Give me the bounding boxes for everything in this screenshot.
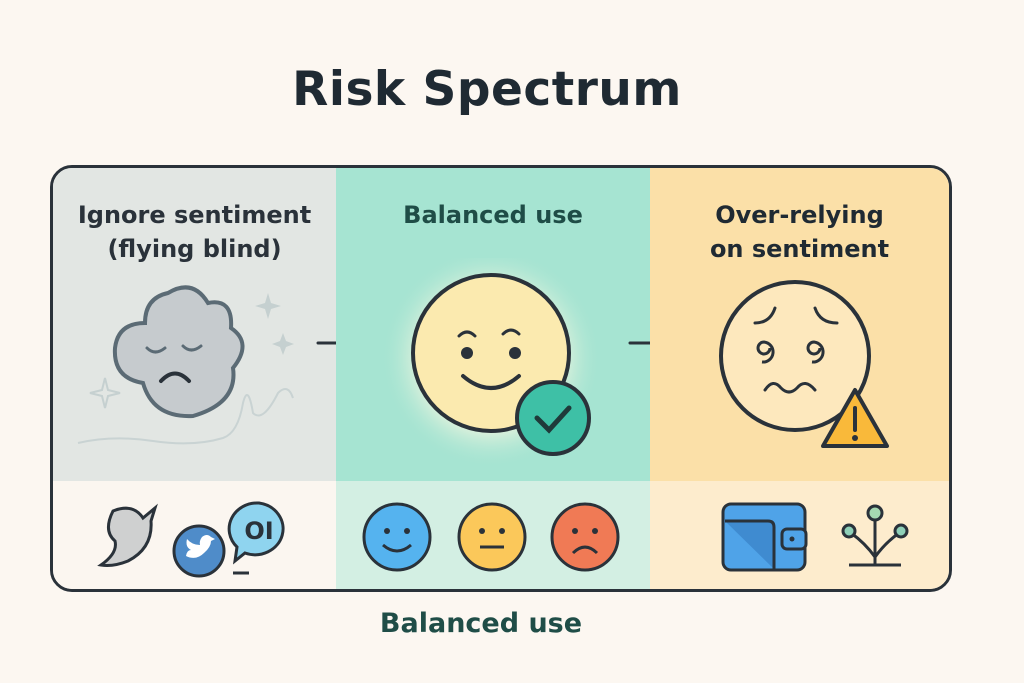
panel-sublabel: on sentiment <box>709 235 890 263</box>
panel-balanced-use: Balanced use <box>336 168 673 589</box>
bird-icon <box>97 503 158 567</box>
risk-spectrum-panel: Ignore sentiment (flying blind) OI Bala <box>50 165 952 592</box>
panel-label: Ignore sentiment <box>77 201 312 229</box>
speech-bubble-text: OI <box>244 517 273 545</box>
happy-face-icon <box>362 502 432 572</box>
caption: Balanced use <box>379 608 583 639</box>
smiling-face-check-icon <box>381 258 601 468</box>
twitter-icon <box>172 524 226 578</box>
panel-sublabel: (flying blind) <box>107 235 282 263</box>
panel-label: Over-relying <box>715 201 884 229</box>
panel-label: Balanced use <box>403 201 583 229</box>
speech-bubble-icon: OI <box>227 501 285 575</box>
wallet-icon <box>721 502 808 572</box>
panel-ignore-sentiment: Ignore sentiment (flying blind) OI <box>53 168 361 589</box>
branch-icon <box>841 504 909 567</box>
dizzy-face-warning-icon <box>719 280 889 448</box>
sad-face-icon <box>550 502 620 572</box>
sad-cloud-icon <box>77 285 294 445</box>
neutral-face-icon <box>457 502 527 572</box>
page-title: Risk Spectrum <box>292 62 682 117</box>
panel-over-relying: Over-relying on sentiment <box>650 168 949 589</box>
